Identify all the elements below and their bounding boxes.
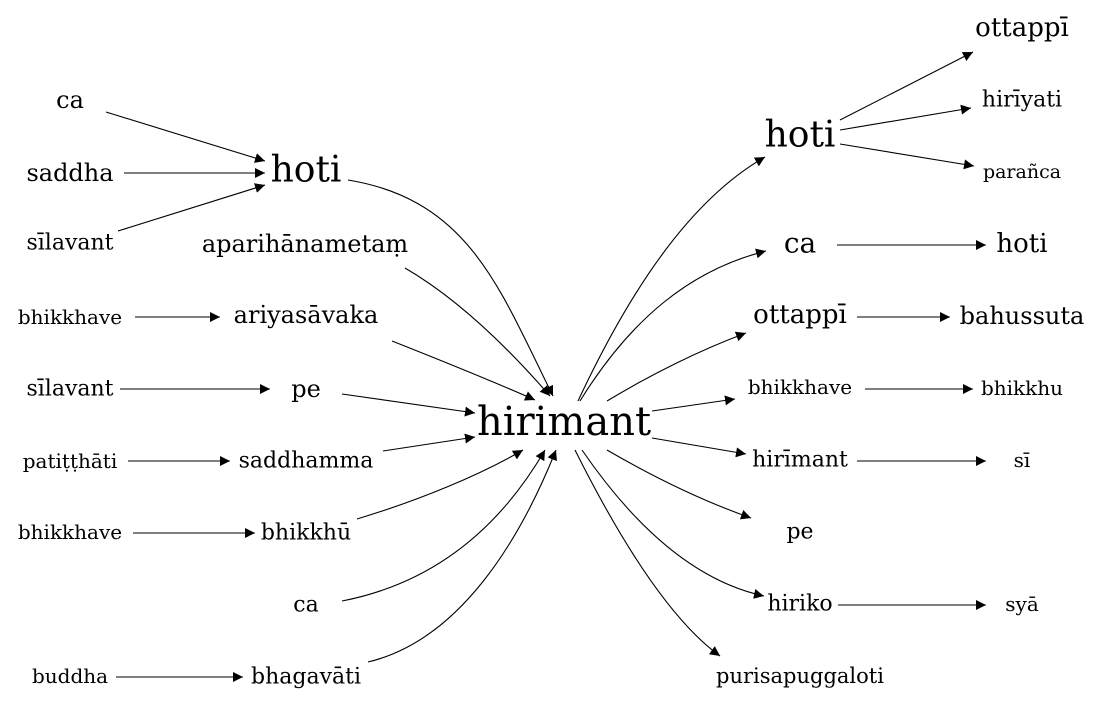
node-aparihanametam: aparihānametaṃ [202, 230, 409, 258]
edge-ca-hoti [105, 111, 266, 163]
edge-hoti-center [347, 179, 554, 397]
node-hirimant: hirīmant [752, 448, 848, 473]
edge-bhagavati-center [367, 449, 557, 663]
edge-hoti-hiriyati [839, 104, 972, 131]
node-bhikkhu: bhikkhū [261, 521, 351, 546]
edge-ca-center [341, 449, 546, 602]
node-ca: ca [293, 593, 318, 618]
node-purisapuggaloti: purisapuggaloti [716, 664, 884, 688]
edge-center-hirimant [651, 437, 747, 458]
node-hoti: hoti [765, 115, 836, 156]
edge-center-ca [579, 248, 767, 402]
node-saddha: saddha [26, 159, 113, 187]
edge-aparihanametam-center [404, 267, 551, 397]
node-pe: pe [291, 375, 321, 403]
node-bhikkhu: bhikkhu [981, 376, 1063, 400]
edge-center-bhikkhave [651, 395, 736, 412]
edge-ariyasavaka-center [391, 340, 536, 401]
node-silavant: sīlavant [26, 231, 113, 256]
edge-saddhamma-center [382, 433, 476, 452]
edge-silavant-hoti [117, 183, 266, 232]
node-hiriko: hiriko [767, 592, 832, 617]
node-bhikkhave: bhikkhave [18, 520, 122, 544]
nodes: hirimant ca saddha sīlavant hoti aparihā… [18, 13, 1084, 690]
node-sya: syā [1005, 592, 1039, 616]
node-hoti: hoti [271, 150, 342, 191]
edge-center-hoti [577, 156, 766, 402]
node-bhikkhave: bhikkhave [748, 375, 852, 399]
edge-center-purisapuggaloti [574, 449, 721, 657]
node-paranca: parañca [983, 161, 1061, 183]
node-si: sī [1014, 448, 1031, 472]
node-ariyasavaka: ariyasāvaka [234, 301, 379, 329]
edge-bhikkhu-center [356, 449, 524, 520]
node-ca: ca [784, 227, 816, 260]
edge-center-pe [606, 449, 752, 520]
node-ottappi: ottappī [753, 300, 847, 330]
edge-center-ottappi [606, 331, 747, 402]
node-ottappi: ottappī [975, 13, 1069, 43]
node-buddha: buddha [32, 664, 108, 688]
edge-hoti-ottappi [839, 51, 974, 121]
edge-center-hiriko [581, 449, 765, 599]
node-silavant: sīlavant [26, 377, 113, 402]
edge-hoti-paranca [839, 143, 975, 170]
node-bhikkhave: bhikkhave [18, 305, 122, 329]
edges [105, 51, 986, 682]
node-bahussuta: bahussuta [960, 302, 1085, 330]
node-patitthati: patiṭṭhāti [23, 449, 117, 473]
node-bhagavati: bhagavāti [251, 665, 361, 690]
node-hiriyati: hirīyati [982, 88, 1062, 113]
edge-pe-center [341, 393, 476, 417]
node-hoti: hoti [996, 229, 1047, 259]
node-saddhamma: saddhamma [239, 449, 374, 474]
node-pe: pe [786, 520, 813, 545]
node-hirimant-center: hirimant [477, 399, 651, 445]
node-ca: ca [56, 86, 84, 114]
